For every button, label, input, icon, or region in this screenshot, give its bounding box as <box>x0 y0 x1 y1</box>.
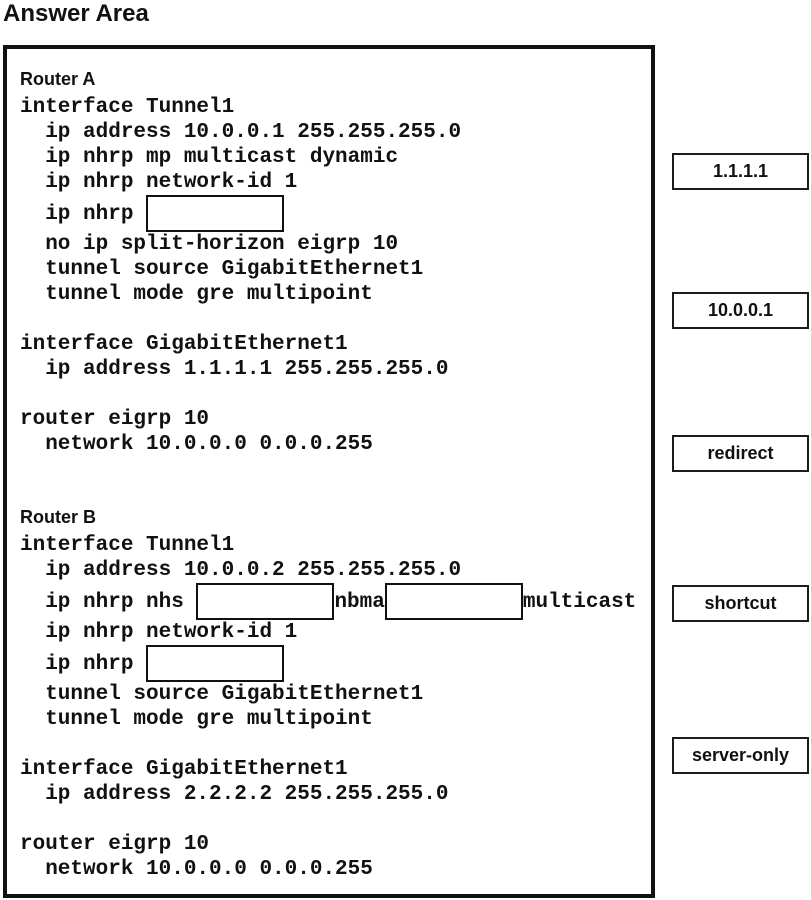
config-text: ip nhrp <box>20 203 147 227</box>
config-text: tunnel mode gre multipoint <box>20 708 373 731</box>
config-text: ip nhrp nhs <box>20 591 197 615</box>
config-line: tunnel mode gre multipoint <box>20 282 645 307</box>
config-text: interface Tunnel1 <box>20 96 235 119</box>
config-line: ip nhrp <box>20 645 645 682</box>
config-line: tunnel mode gre multipoint <box>20 707 645 732</box>
config-line: network 10.0.0.0 0.0.0.255 <box>20 857 645 882</box>
config-line: ip nhrp network-id 1 <box>20 620 645 645</box>
config-text: tunnel mode gre multipoint <box>20 283 373 306</box>
router-a-nhrp-drop-target[interactable] <box>146 195 285 232</box>
config-line <box>20 457 645 482</box>
config-text: interface GigabitEthernet1 <box>20 333 348 356</box>
section-header-router-b: Router B <box>20 507 96 527</box>
config-text: ip address 10.0.0.2 255.255.255.0 <box>20 559 462 582</box>
config-line <box>20 382 645 407</box>
config-text: nbma <box>334 591 385 615</box>
config-text: ip nhrp network-id 1 <box>20 621 298 644</box>
config-text: router eigrp 10 <box>20 833 210 856</box>
option-token-shortcut[interactable]: shortcut <box>672 585 809 622</box>
config-line: ip nhrp <box>20 195 645 232</box>
router-b-nhrp-drop-target[interactable] <box>146 645 285 682</box>
config-text: tunnel source GigabitEthernet1 <box>20 683 424 706</box>
config-line: interface Tunnel1 <box>20 533 645 558</box>
section-header-router-a: Router A <box>20 69 96 89</box>
config-text: network 10.0.0.0 0.0.0.255 <box>20 433 373 456</box>
config-line: interface GigabitEthernet1 <box>20 332 645 357</box>
config-line <box>20 732 645 757</box>
config-line: ip address 2.2.2.2 255.255.255.0 <box>20 782 645 807</box>
config-text: multicast <box>522 591 637 615</box>
router-b-nbma-drop-target[interactable] <box>384 583 523 620</box>
config-line: no ip split-horizon eigrp 10 <box>20 232 645 257</box>
config-line: ip address 10.0.0.2 255.255.255.0 <box>20 558 645 583</box>
option-token-10-0-0-1[interactable]: 10.0.0.1 <box>672 292 809 329</box>
option-token-1-1-1-1[interactable]: 1.1.1.1 <box>672 153 809 190</box>
config-line: interface GigabitEthernet1 <box>20 757 645 782</box>
config-text: router eigrp 10 <box>20 408 210 431</box>
config-line: interface Tunnel1 <box>20 95 645 120</box>
config-line <box>20 482 645 507</box>
config-text: ip address 10.0.0.1 255.255.255.0 <box>20 121 462 144</box>
page-title: Answer Area <box>3 0 149 27</box>
config-line: router eigrp 10 <box>20 407 645 432</box>
config-text: ip address 1.1.1.1 255.255.255.0 <box>20 358 449 381</box>
config-text: ip nhrp mp multicast dynamic <box>20 146 399 169</box>
config-line: tunnel source GigabitEthernet1 <box>20 257 645 282</box>
config-line: ip address 1.1.1.1 255.255.255.0 <box>20 357 645 382</box>
config-text: ip address 2.2.2.2 255.255.255.0 <box>20 783 449 806</box>
config-line: ip nhrp mp multicast dynamic <box>20 145 645 170</box>
router-b-nhs-drop-target[interactable] <box>196 583 335 620</box>
config-line: router eigrp 10 <box>20 832 645 857</box>
options-column: 1.1.1.1 10.0.0.1 redirect shortcut server-on… <box>672 0 809 900</box>
config-line <box>20 807 645 832</box>
option-token-server-only[interactable]: server-only <box>672 737 809 774</box>
config-text: network 10.0.0.0 0.0.0.255 <box>20 858 373 881</box>
config-line: ip nhrp network-id 1 <box>20 170 645 195</box>
config-panel: Router A interface Tunnel1 ip address 10.… <box>3 45 655 898</box>
config-line: ip address 10.0.0.1 255.255.255.0 <box>20 120 645 145</box>
config-line: tunnel source GigabitEthernet1 <box>20 682 645 707</box>
config-line <box>20 307 645 332</box>
config-line: ip nhrp nhs nbma multicast <box>20 583 645 620</box>
config-text: interface Tunnel1 <box>20 534 235 557</box>
config-text: ip nhrp <box>20 653 147 677</box>
config-text: no ip split-horizon eigrp 10 <box>20 233 399 256</box>
option-token-redirect[interactable]: redirect <box>672 435 809 472</box>
config-line: network 10.0.0.0 0.0.0.255 <box>20 432 645 457</box>
config-text: ip nhrp network-id 1 <box>20 171 298 194</box>
config-text: tunnel source GigabitEthernet1 <box>20 258 424 281</box>
config-text: interface GigabitEthernet1 <box>20 758 348 781</box>
